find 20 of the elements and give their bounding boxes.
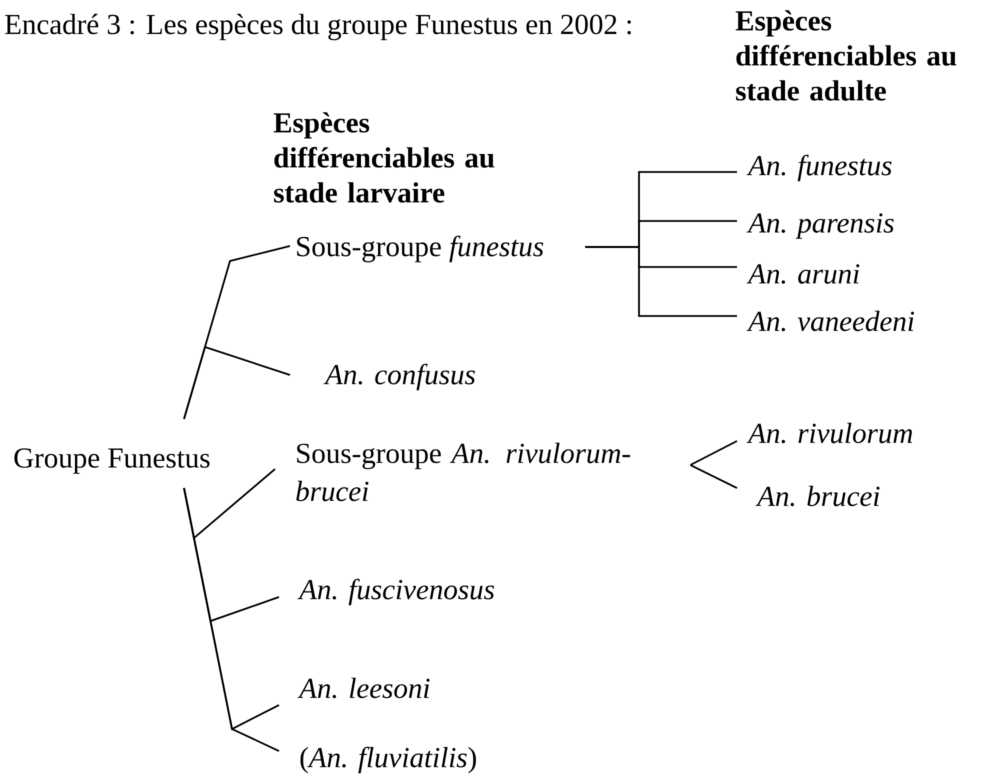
tree-branch — [690, 440, 738, 466]
column-heading: Espèces différenciables au stade larvaire — [274, 112, 494, 203]
tree-label: An. brucei — [756, 486, 880, 506]
tree-label: An. parensis — [746, 213, 894, 239]
tree-label: Groupe Funestus — [14, 448, 210, 474]
tree-label: An. funestus — [746, 154, 892, 182]
tree-branch — [183, 346, 290, 420]
tree-label: An. vaneedeni — [746, 310, 914, 332]
column-heading: Espèces différenciables au stade adulte — [736, 10, 956, 101]
tree-label: An. confusus — [324, 364, 475, 390]
tree-label: An. aruni — [746, 264, 860, 284]
tree-label: An. leesoni — [298, 678, 430, 698]
tree-branch — [585, 246, 738, 317]
title: Encadré 3 : Les espèces du groupe Funestus en 2002 : — [5, 14, 631, 40]
tree-label: Sous-groupe funestus — [297, 236, 544, 262]
tree-label: (An. fluviatilis) — [300, 746, 476, 774]
tree-branch — [690, 464, 738, 489]
tree-label: An. rivulorum — [746, 422, 912, 444]
tree-label: An. fuscivenosus — [298, 578, 494, 606]
tree-label: Sous-groupe An. rivulorum-brucei — [296, 442, 630, 502]
